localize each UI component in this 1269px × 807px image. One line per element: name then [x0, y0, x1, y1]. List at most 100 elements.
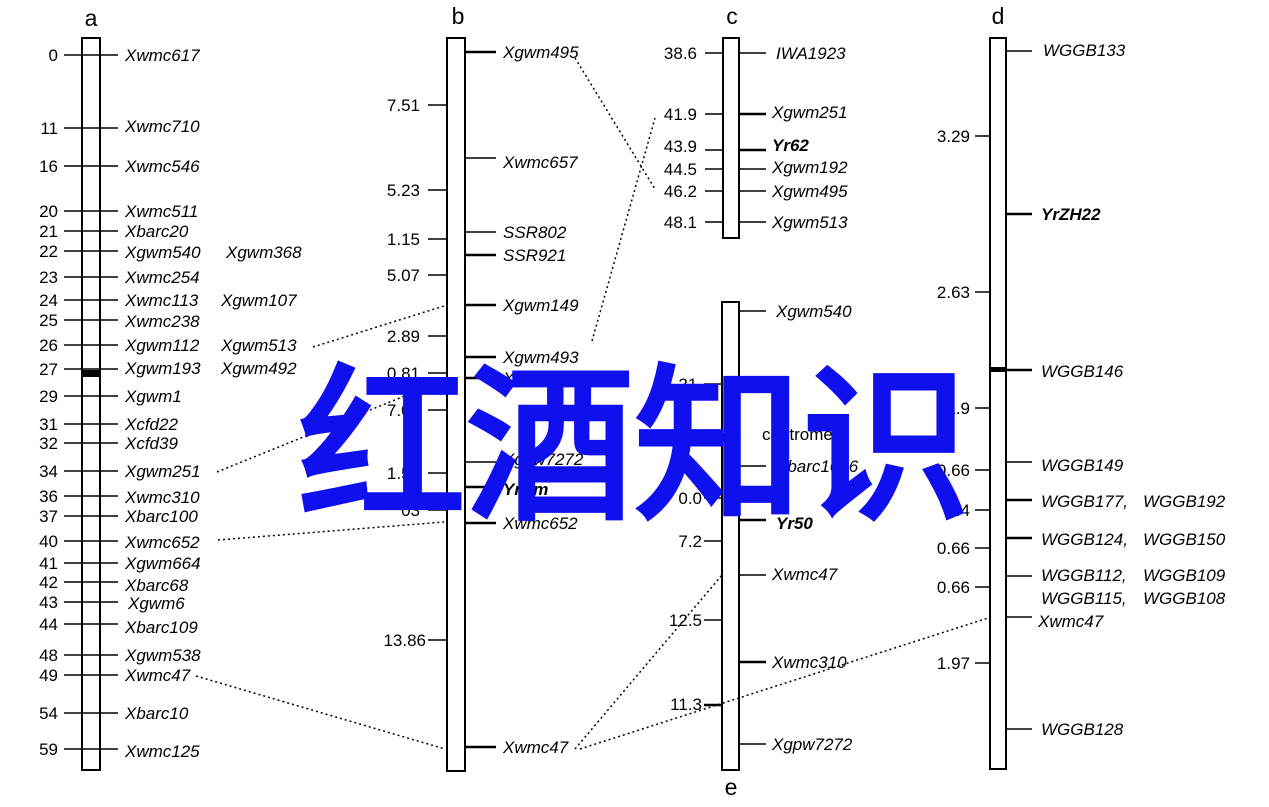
position-label: 11 [40, 119, 58, 138]
marker-label: Xwmc652 [502, 514, 578, 533]
position-label: 41 [39, 554, 58, 573]
positions-c: 38.6 41.9 43.9 44.5 46.2 48.1 [664, 44, 697, 232]
ticks-d [975, 50, 1032, 730]
position-label: 3.29 [937, 127, 970, 146]
position-label: 0.66 [937, 461, 970, 480]
position-label: 2.89 [387, 327, 420, 346]
marker-label: Xgwm112 [124, 336, 200, 355]
marker-label: Xbarc100 [124, 507, 198, 526]
position-label: 43 [39, 593, 58, 612]
position-label: 49 [39, 666, 58, 685]
marker-label: WGGB146 [1041, 362, 1124, 381]
position-label: 7.02 [387, 401, 420, 420]
chromosome-bar-a [81, 37, 101, 771]
chromosome-bar-c [722, 37, 740, 239]
position-label: 40 [39, 532, 58, 551]
marker-label: WGGB109 [1143, 566, 1226, 585]
marker-label: Xgwm1 [124, 387, 182, 406]
marker-label: Xgwm6 [127, 594, 185, 613]
position-label: 0.66 [937, 539, 970, 558]
marker-label: Xwmc47 [502, 738, 569, 757]
link-b-c-xgwm251 [591, 117, 656, 342]
marker-label: Xcfd22 [124, 415, 178, 434]
position-label: 5.23 [387, 181, 420, 200]
marker-label: WGGB192 [1143, 492, 1226, 511]
marker-label: Xgwm493 [502, 348, 579, 367]
marker-label: Xbarc68 [124, 576, 189, 595]
marker-label: Xbarc1096 [775, 457, 859, 476]
position-label: 7.51 [387, 96, 420, 115]
position-label: 23 [39, 268, 58, 287]
position-label: 48 [39, 646, 58, 665]
position-label: 29 [39, 387, 58, 406]
marker-label: Xwmc125 [124, 742, 200, 761]
marker-label: Xgwm107 [220, 291, 297, 310]
position-label: 13.86 [383, 631, 426, 650]
marker-label: Xwmc652 [124, 533, 200, 552]
positions-a: 0 11 16 20 21 22 23 24 25 26 27 29 31 32… [39, 46, 58, 759]
marker-label: SSR802 [503, 223, 567, 242]
marker-label: Xgwm664 [124, 554, 201, 573]
chromosome-letter-e: e [725, 774, 738, 800]
marker-label: Xwmc546 [124, 157, 200, 176]
position-label: 11.3 [670, 695, 702, 714]
marker-label: Xbarc10 [124, 704, 189, 723]
position-label: 21. [678, 375, 702, 394]
position-label: 44 [39, 615, 58, 634]
position-label: 16 [39, 157, 58, 176]
marker-label: Xgwm149 [502, 296, 579, 315]
marker-label-bold: YrZH22 [1041, 205, 1101, 224]
positions-d: 3.29 2.63 1.9 0.66 0.4 0.66 0.66 1.97 [937, 127, 970, 673]
link-b-e-xwmc47 [574, 574, 723, 750]
link-a-b-xgwm251 [216, 379, 445, 473]
position-label: 54 [39, 704, 58, 723]
marker-label: Xgwm192 [771, 158, 848, 177]
marker-label: IWA1923 [776, 44, 846, 63]
chromosome-letter-c: c [726, 3, 738, 29]
ticks-b [428, 50, 496, 749]
marker-label: WGGB108 [1143, 589, 1226, 608]
marker-label: Xwmc47 [771, 565, 838, 584]
position-label: 34 [39, 462, 58, 481]
position-label: 27 [39, 360, 58, 379]
marker-label: Xgwm513 [771, 213, 848, 232]
position-label: 0.4 [946, 501, 970, 520]
position-label: 36 [39, 487, 58, 506]
position-label: 0.0 [678, 489, 702, 508]
marker-label: Xwmc511 [124, 202, 198, 221]
marker-label: Xgpw7272 [502, 450, 584, 469]
marker-label: Xgwm251 [124, 462, 201, 481]
marker-label: WGGB124, [1041, 530, 1128, 549]
positions-b: 7.51 5.23 1.15 5.07 2.89 0.81 7.02 1.55 … [383, 96, 426, 650]
marker-label: Xwmc47 [1037, 612, 1104, 631]
position-label: 03 [401, 501, 420, 520]
marker-label: Xgwm368 [225, 243, 302, 262]
position-label: 20 [39, 202, 58, 221]
position-label: 0 [49, 46, 58, 65]
centromere-band-e [722, 433, 739, 442]
marker-label: Xwmc710 [124, 117, 200, 136]
position-label: 22 [39, 242, 58, 261]
position-label: 46.2 [664, 182, 697, 201]
marker-label: Xwmc254 [124, 268, 200, 287]
chromosome-a: a [39, 5, 302, 771]
marker-label: Xgwm495 [502, 43, 579, 62]
position-label: 37 [39, 507, 58, 526]
chromosome-bar-b [446, 37, 466, 772]
marker-label: WGGB149 [1041, 456, 1124, 475]
position-label: 21 [39, 222, 58, 241]
link-b-d-xwmc47 [579, 617, 989, 750]
link-a-b-xwmc47 [195, 675, 446, 750]
marker-label: Xgwm251 [771, 103, 848, 122]
position-label: 12.5 [669, 611, 702, 630]
markers-e: Xgwm540 centromere Xbarc1096 Yr50 Xwmc47… [762, 302, 859, 754]
chromosome-e: e 21. 0.0 7.2 12.5 11.3 Xgwm540 centrome… [669, 301, 859, 800]
marker-label: Xgwm513 [220, 336, 297, 355]
chromosome-c: c 38.6 41.9 43.9 44.5 46.2 48.1 IWA1923 [664, 3, 848, 239]
marker-label: Xwmc617 [124, 46, 200, 65]
position-label: 25 [39, 311, 58, 330]
centromere-label: centromere [762, 425, 848, 444]
marker-label: Xgwm251 [502, 369, 579, 388]
chromosome-letter-b: b [452, 3, 465, 29]
